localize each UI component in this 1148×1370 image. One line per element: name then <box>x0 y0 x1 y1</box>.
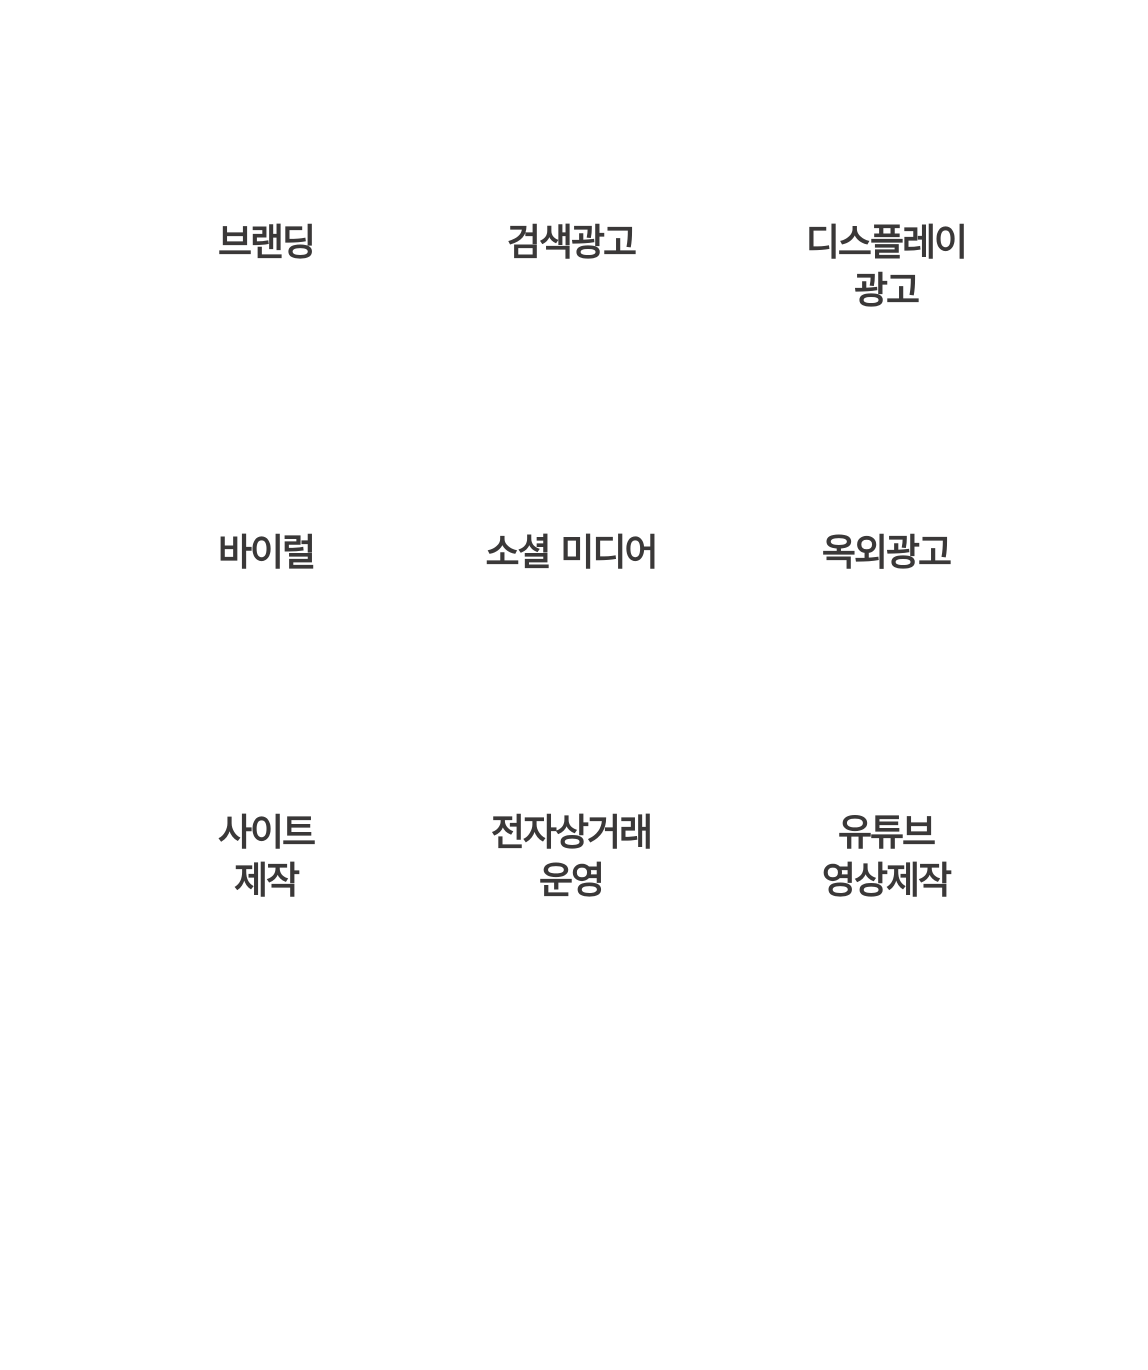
service-label: 영상제작 <box>821 859 952 902</box>
service-social-media[interactable]: 소셜 미디어 <box>421 529 721 577</box>
service-label: 유튜브 <box>837 811 936 854</box>
service-label: 검색광고 <box>506 221 637 264</box>
service-outdoor-ads[interactable]: 옥외광고 <box>736 529 1036 577</box>
service-label: 전자상거래 <box>490 811 653 854</box>
service-label: 브랜딩 <box>217 221 316 264</box>
service-label: 바이럴 <box>217 531 316 574</box>
service-label: 광고 <box>853 269 920 312</box>
service-viral[interactable]: 바이럴 <box>116 529 416 577</box>
service-label: 제작 <box>233 859 300 902</box>
service-label: 디스플레이 <box>805 221 968 264</box>
service-label: 소셜 미디어 <box>485 531 658 574</box>
service-label: 운영 <box>538 859 605 902</box>
service-label: 사이트 <box>217 811 316 854</box>
service-branding[interactable]: 브랜딩 <box>116 219 416 267</box>
service-search-ads[interactable]: 검색광고 <box>421 219 721 267</box>
service-label: 옥외광고 <box>821 531 952 574</box>
